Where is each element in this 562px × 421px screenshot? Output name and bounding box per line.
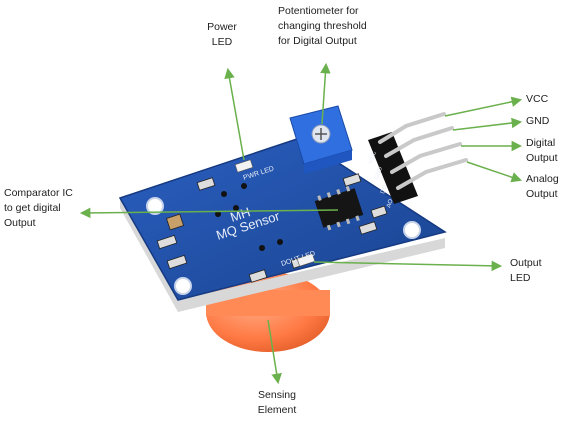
potentiometer <box>289 105 353 174</box>
pcb-edge <box>120 198 445 312</box>
label-output-led: Output LED <box>510 257 542 284</box>
arrow-vcc <box>444 96 523 117</box>
label-potentiometer: Potentiometer for changing threshold for… <box>278 5 367 47</box>
label-comparator: Comparator IC to get digital Output <box>4 187 73 229</box>
arrow-potentiometer <box>320 62 331 125</box>
mounting-holes <box>146 197 421 295</box>
label-digital-output: Digital Output <box>526 137 558 164</box>
silk-pin-vcc: VCC <box>368 150 378 165</box>
label-vcc: VCC <box>526 93 549 105</box>
comparator-ic <box>314 185 364 231</box>
silk-pin-do: DO <box>380 184 389 195</box>
arrow-analog-output <box>466 161 522 183</box>
arrow-power-led <box>224 67 245 161</box>
silk-pin-ao: AO <box>386 198 394 208</box>
callout-arrows <box>79 62 523 385</box>
output-led <box>296 253 316 267</box>
label-power-led: Power LED <box>207 21 237 48</box>
label-analog-output: Analog Output <box>526 173 559 200</box>
sensor-leads <box>215 183 283 251</box>
arrow-sensing-element <box>267 319 282 385</box>
power-led <box>234 159 254 173</box>
arrow-gnd <box>452 117 523 131</box>
arrow-comparator <box>79 207 339 219</box>
silk-pin-gnd: GND <box>374 165 384 180</box>
label-gnd: GND <box>526 115 550 127</box>
header-connector <box>368 112 468 204</box>
arrow-output-led <box>313 260 503 272</box>
silk-brand: MH <box>228 204 252 225</box>
pcb-board <box>118 137 447 301</box>
label-sensing-element: Sensing Element <box>257 389 297 416</box>
